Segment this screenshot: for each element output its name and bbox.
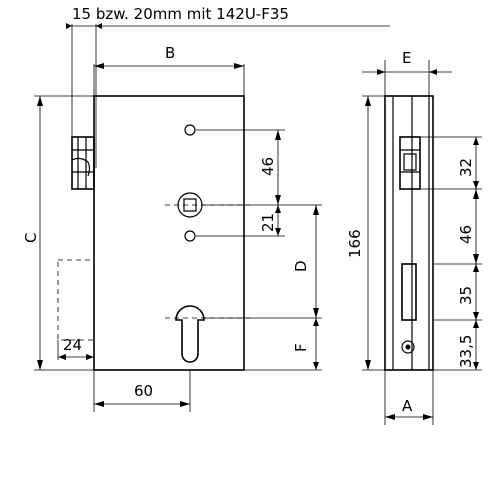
dim-c-label: C bbox=[22, 233, 40, 243]
arrow-head bbox=[365, 360, 371, 370]
arrow-head bbox=[377, 69, 385, 75]
arrow-head bbox=[275, 130, 281, 140]
arrow-head bbox=[473, 254, 479, 264]
arrow-head bbox=[473, 137, 479, 145]
arrow-head bbox=[365, 96, 371, 106]
side-latch bbox=[399, 136, 421, 190]
cylinder-cutout bbox=[175, 305, 205, 363]
side-cylinder-hole bbox=[401, 340, 415, 354]
side-latch-detail bbox=[403, 153, 417, 171]
arrow-head bbox=[37, 96, 43, 106]
dim-32-label: 32 bbox=[457, 158, 475, 177]
arrow-head bbox=[37, 360, 43, 370]
arrow-head bbox=[275, 195, 281, 205]
arrow-head bbox=[275, 228, 281, 236]
mounting-hole-top bbox=[184, 124, 196, 136]
header-note: 15 bzw. 20mm mit 142U-F35 bbox=[72, 5, 289, 23]
side-cylinder-center bbox=[405, 344, 411, 350]
deadbolt-hidden bbox=[57, 259, 95, 341]
dim-46-front-label: 46 bbox=[259, 157, 277, 176]
arrow-head bbox=[313, 205, 319, 215]
arrow-head bbox=[66, 23, 72, 29]
arrow-head bbox=[313, 318, 319, 326]
arrow-head bbox=[473, 264, 479, 272]
arrow-head bbox=[275, 205, 281, 213]
arrow-head bbox=[423, 414, 433, 420]
arrow-head bbox=[473, 312, 479, 320]
arrow-head bbox=[473, 362, 479, 370]
arrow-head bbox=[234, 63, 244, 69]
arrow-head bbox=[180, 401, 190, 407]
dim-a-label: A bbox=[402, 397, 413, 415]
dim-f-label: F bbox=[292, 343, 310, 352]
latch-bolt bbox=[71, 136, 95, 190]
dim-21-label: 21 bbox=[259, 213, 277, 232]
latch-bevel bbox=[71, 157, 91, 177]
side-deadbolt bbox=[401, 263, 417, 321]
dim-d-label: D bbox=[292, 260, 310, 272]
dim-24-label: 24 bbox=[63, 336, 82, 354]
arrow-head bbox=[94, 63, 104, 69]
arrow-head bbox=[58, 354, 66, 360]
dim-33-5-label: 33,5 bbox=[457, 335, 475, 368]
arrow-head bbox=[429, 69, 437, 75]
arrow-head bbox=[313, 362, 319, 370]
dim-e-label: E bbox=[402, 49, 411, 67]
dim-35-label: 35 bbox=[457, 286, 475, 305]
arrow-head bbox=[473, 181, 479, 189]
arrow-head bbox=[86, 354, 94, 360]
arrow-head bbox=[473, 189, 479, 199]
mounting-hole-mid bbox=[184, 230, 196, 242]
lock-case-front bbox=[93, 95, 245, 371]
arrow-head bbox=[313, 308, 319, 318]
arrow-head bbox=[473, 320, 479, 328]
lock-case-side bbox=[384, 95, 434, 371]
follower-circle bbox=[177, 192, 203, 218]
dim-60-label: 60 bbox=[134, 382, 153, 400]
dim-46-side-label: 46 bbox=[457, 225, 475, 244]
dim-166-label: 166 bbox=[346, 229, 364, 258]
arrow-head bbox=[94, 401, 104, 407]
arrow-head bbox=[96, 23, 102, 29]
dim-b-label: B bbox=[165, 44, 175, 62]
arrow-head bbox=[385, 414, 395, 420]
